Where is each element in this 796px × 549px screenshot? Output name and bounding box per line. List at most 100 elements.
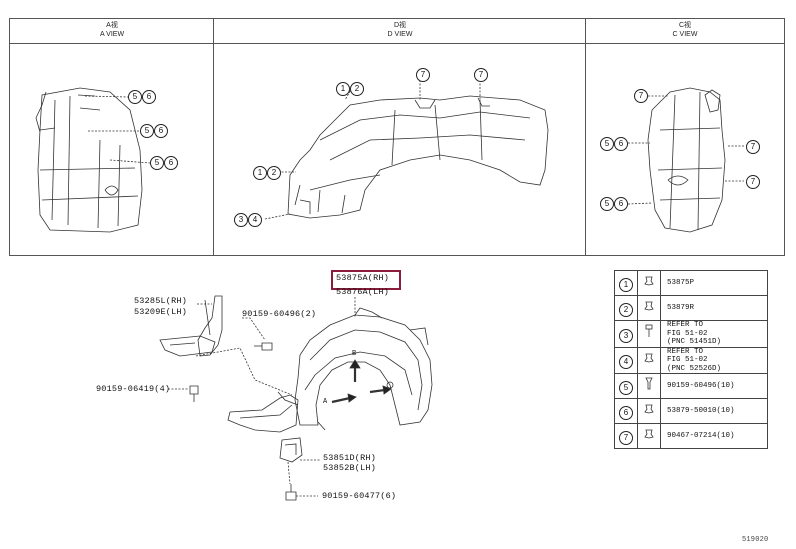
clip-icon [637, 270, 661, 296]
legend-part-text[interactable]: REFER TO FIG 51-02 (PNC 51451D) [660, 320, 768, 348]
legend-number-circle: 3 [619, 328, 633, 343]
clip-icon [637, 295, 661, 321]
part-label-53209e-lh[interactable]: 53209E(LH) [134, 307, 188, 317]
legend-number: 3 [614, 320, 638, 348]
leader-lines [168, 297, 356, 497]
part-label-53851d-rh[interactable]: 53851D(RH) [323, 453, 377, 463]
part-label-53285l-rh[interactable]: 53285L(RH) [134, 296, 188, 306]
legend-part-text[interactable]: 90467-07214(10) [660, 423, 768, 449]
legend-number-circle: 4 [619, 355, 633, 370]
legend-row: 1 53875P [614, 270, 768, 296]
view-c-header: C视 C VIEW [586, 19, 784, 44]
callout-circle: 7 [746, 175, 760, 189]
legend-number: 4 [614, 346, 638, 374]
screw-icon [637, 373, 661, 399]
clip-icon [637, 346, 661, 374]
part-label-53875a-rh[interactable]: 53875A(RH) [336, 273, 390, 283]
legend-number-circle: 7 [619, 431, 633, 445]
view-a-box: A视 A VIEW [9, 18, 215, 256]
callout-circle: 6 [614, 197, 628, 211]
view-d-header: D视 D VIEW [214, 19, 586, 44]
callout-circle: 5 [140, 124, 154, 138]
view-d-liner-drawing [287, 95, 549, 219]
bolt-icon [637, 320, 661, 348]
callout-circle: 5 [600, 137, 614, 151]
callout-circle: 1 [253, 166, 267, 180]
legend-number-circle: 1 [619, 278, 633, 292]
fastener-drawings [189, 342, 297, 501]
callout-circle: 6 [164, 156, 178, 170]
callout-circle: 7 [634, 89, 648, 103]
view-c-callout-7-low: 7 [746, 175, 760, 189]
view-a-liner-drawing [35, 87, 143, 233]
legend-number-circle: 2 [619, 303, 633, 317]
view-arrow-label-b: B [352, 350, 357, 358]
callout-circle: 6 [142, 90, 156, 104]
part-label-90159-60477[interactable]: 90159-60477(6) [322, 491, 397, 501]
callout-circle: 5 [150, 156, 164, 170]
view-d-title-en: D VIEW [387, 31, 413, 38]
callout-circle: 4 [248, 213, 262, 227]
legend-row: 5 90159-60496(10) [614, 373, 768, 399]
highlighted-part-box[interactable] [331, 270, 401, 290]
splash-shield-drawing [227, 394, 303, 463]
legend-part-text[interactable]: REFER TO FIG 51-02 (PNC 52526D) [660, 346, 768, 374]
view-c-title-en: C VIEW [672, 31, 698, 38]
legend-part-text[interactable]: 53875P [660, 270, 768, 296]
view-a-header: A视 A VIEW [10, 19, 214, 44]
legend-part-text[interactable]: 90159-60496(10) [660, 373, 768, 399]
callout-circle: 1 [336, 82, 350, 96]
legend-row: 6 53879-50010(10) [614, 398, 768, 424]
legend-part-text[interactable]: 53879R [660, 295, 768, 321]
legend-number: 5 [614, 373, 638, 399]
legend-number-circle: 5 [619, 381, 633, 395]
view-d-callout-7-right: 7 [474, 68, 488, 82]
callout-circle: 7 [474, 68, 488, 82]
callout-circle: 7 [416, 68, 430, 82]
callout-circle: 6 [614, 137, 628, 151]
view-a-title-cn: A视 [106, 22, 118, 29]
legend-row: 7 90467-07214(10) [614, 423, 768, 449]
callout-circle: 5 [128, 90, 142, 104]
view-d-callout-7-left: 7 [416, 68, 430, 82]
footer-code: 519020 [742, 536, 769, 544]
part-label-53876a-lh[interactable]: 53876A(LH) [336, 287, 390, 297]
legend-number: 7 [614, 423, 638, 449]
legend-part-text[interactable]: 53879-50010(10) [660, 398, 768, 424]
callout-circle: 3 [234, 213, 248, 227]
view-c-callout-7-top: 7 [634, 89, 648, 103]
part-label-90159-06419[interactable]: 90159-06419(4) [96, 384, 171, 394]
legend-number: 6 [614, 398, 638, 424]
view-arrow-label-a: A [323, 398, 328, 406]
legend-number: 2 [614, 295, 638, 321]
legend-number-circle: 6 [619, 406, 633, 420]
view-d-box: D视 D VIEW [213, 18, 587, 256]
clip-icon [637, 398, 661, 424]
view-c-title-cn: C视 [678, 22, 692, 29]
legend-number: 1 [614, 270, 638, 296]
main-fender-liner-drawing [277, 307, 433, 431]
part-label-53852b-lh[interactable]: 53852B(LH) [323, 463, 377, 473]
callout-circle: 5 [600, 197, 614, 211]
view-d-title-cn: D视 [393, 22, 407, 29]
view-c-callout-7-mid: 7 [746, 140, 760, 154]
clip-icon [637, 423, 661, 449]
callout-circle: 2 [350, 82, 364, 96]
callout-circle: 2 [267, 166, 281, 180]
bracket-drawing [159, 295, 223, 357]
legend-row: 4 REFER TO FIG 51-02 (PNC 52526D) [614, 346, 768, 374]
callout-circle: 6 [154, 124, 168, 138]
part-label-90159-60496[interactable]: 90159-60496(2) [242, 309, 317, 319]
legend-row: 3 REFER TO FIG 51-02 (PNC 51451D) [614, 320, 768, 348]
view-a-title-en: A VIEW [99, 31, 125, 38]
